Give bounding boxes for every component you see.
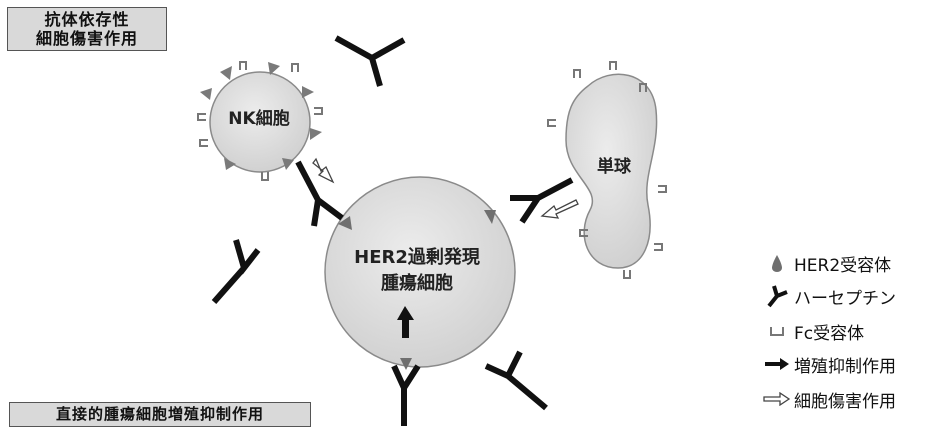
her2-receptor [200,88,212,100]
adcc-title-line1: 抗体依存性 [44,10,130,29]
fc-receptor-icon [762,318,792,344]
fc-receptor [291,63,299,72]
legend-text-fc: Fc受容体 [794,323,865,344]
legend-item-fc: Fc受容体 [762,318,864,344]
fc-receptor [239,61,247,70]
herceptin-antibodies [211,35,574,426]
her2-receptor [338,216,352,230]
her2-receptor [400,358,412,370]
direct-inhibition-title: 直接的腫瘍細胞増殖抑制作用 [9,402,311,427]
legend-item-her2: HER2受容体 [762,250,891,276]
legend-text-her2: HER2受容体 [794,255,892,276]
fc-receptor [579,229,588,237]
tumor-cell [324,176,516,370]
herceptin-free-2 [211,239,261,304]
fc-receptor [658,185,667,193]
adcc-title: 抗体依存性 細胞傷害作用 [7,7,167,51]
cytotoxic-arrow-mono [540,199,579,219]
tumor-label-line2: 腫瘍細胞 [381,273,453,294]
legend-item-cytotox: 細胞傷害作用 [762,386,896,412]
fc-receptor [199,139,208,147]
legend-text-growth: 増殖抑制作用 [794,356,896,377]
her2-receptor-icon [762,250,792,276]
fc-receptor [639,83,647,92]
legend-item-herceptin: ハーセプチン [762,283,896,309]
legend-item-growth: 増殖抑制作用 [762,351,896,377]
fc-receptor [197,113,206,121]
herceptin-free-3 [484,350,548,411]
legend-text-cytotox: 細胞傷害作用 [794,391,896,412]
her2-receptor [310,128,322,140]
her2-receptor [302,86,314,98]
fc-receptor [623,270,631,279]
herceptin-nk-bound [295,160,344,227]
nk-cell [197,61,323,181]
herceptin-free-1 [334,35,406,87]
herceptin-icon [762,283,792,309]
growth-inhibition-arrow [397,306,414,338]
fc-receptor [573,69,581,78]
fc-receptor [314,107,323,115]
nk-cell-label: NK細胞 [228,109,290,129]
monocyte-label: 単球 [597,157,631,177]
adcc-title-line2: 細胞傷害作用 [35,29,138,48]
cytotoxic-arrow-nk [312,157,335,184]
herceptin-mono-bound [510,177,574,224]
her2-receptor [268,62,280,75]
fc-receptor [547,119,556,127]
fc-receptor [654,243,663,251]
her2-receptor [282,158,294,170]
legend-text-herceptin: ハーセプチン [794,288,896,309]
black-arrow-icon [762,351,792,377]
tumor-cell-label: HER2過剰発現 腫瘍細胞 [322,245,512,297]
monocyte-cell [547,61,667,279]
fc-receptor [609,61,617,70]
her2-receptor [224,158,236,170]
fc-receptor [261,172,269,181]
her2-receptor [484,210,496,224]
white-arrow-icon [762,386,792,412]
tumor-label-line1: HER2過剰発現 [354,247,480,268]
herceptin-bottom-bound [391,364,421,426]
her2-receptor [220,66,232,80]
